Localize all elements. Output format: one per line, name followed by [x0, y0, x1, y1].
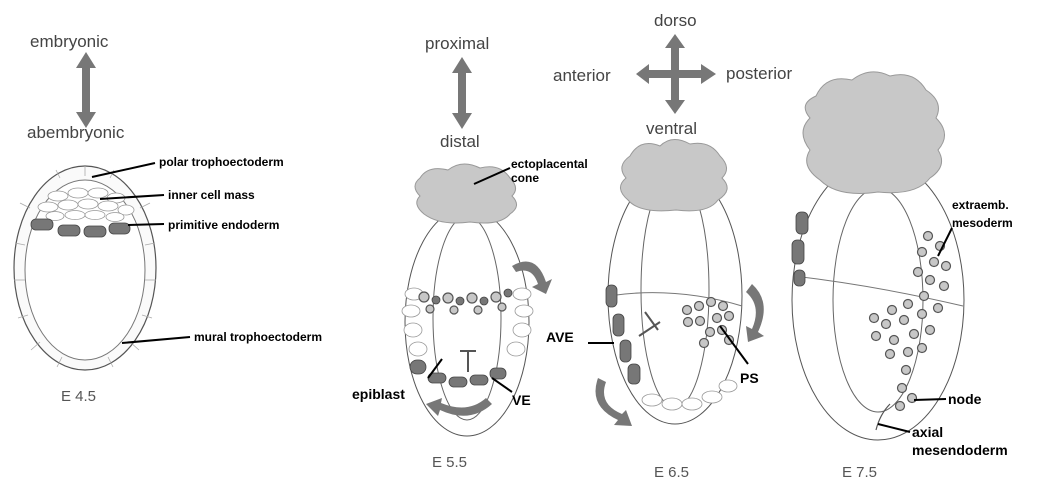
ave-label: AVE [546, 329, 574, 345]
egg-cylinder-e75: extraemb. mesoderm node axial mesendoder… [792, 72, 1013, 481]
ectoplacental-label-2: cone [511, 171, 539, 185]
egg-cylinder-e65: dorso anterior posterior ventral [546, 11, 792, 481]
node-leader [914, 399, 946, 400]
embryonic-axis-arrow [76, 52, 96, 128]
primitive-endoderm-label: primitive endoderm [168, 218, 279, 232]
embryonic-label: embryonic [30, 32, 109, 51]
blastocyst-e45: embryonic abembryonic [14, 32, 322, 405]
primitive-endoderm-leader [128, 224, 164, 225]
dv-ap-cross-arrow [636, 34, 716, 114]
egg-cylinder-e55: proximal distal [352, 34, 588, 471]
extraemb-label-1: extraemb. [952, 198, 1009, 212]
ectoplacental-label-1: ectoplacental [511, 157, 588, 171]
stage-e75-label: E 7.5 [842, 464, 877, 481]
inner-cell-mass-label: inner cell mass [168, 188, 255, 202]
dorso-label: dorso [654, 11, 697, 30]
posterior-label: posterior [726, 64, 792, 83]
distal-label: distal [440, 132, 480, 151]
epiblast-label: epiblast [352, 386, 405, 402]
node-label: node [948, 391, 982, 407]
e65-rotation-arrow-right [746, 284, 764, 342]
stage-e55-label: E 5.5 [432, 454, 467, 471]
ve-label: VE [512, 392, 531, 408]
proximal-label: proximal [425, 34, 489, 53]
anterior-label: anterior [553, 66, 611, 85]
proximal-distal-arrow [452, 57, 472, 129]
ps-label: PS [740, 370, 759, 386]
ventral-label: ventral [646, 119, 697, 138]
mural-trophectoderm-label: mural trophoectoderm [194, 330, 322, 344]
polar-trophectoderm-label: polar trophoectoderm [159, 155, 284, 169]
stage-e45-label: E 4.5 [61, 388, 96, 405]
e65-ectoplacental-cone [620, 139, 727, 210]
e75-ectoplacental-cone [803, 72, 945, 194]
abembryonic-label: abembryonic [27, 123, 125, 142]
axial-label-2: mesendoderm [912, 442, 1008, 458]
stage-e65-label: E 6.5 [654, 464, 689, 481]
axial-label-1: axial [912, 424, 943, 440]
extraemb-label-2: mesoderm [952, 216, 1013, 230]
e55-outer-outline [405, 208, 529, 436]
